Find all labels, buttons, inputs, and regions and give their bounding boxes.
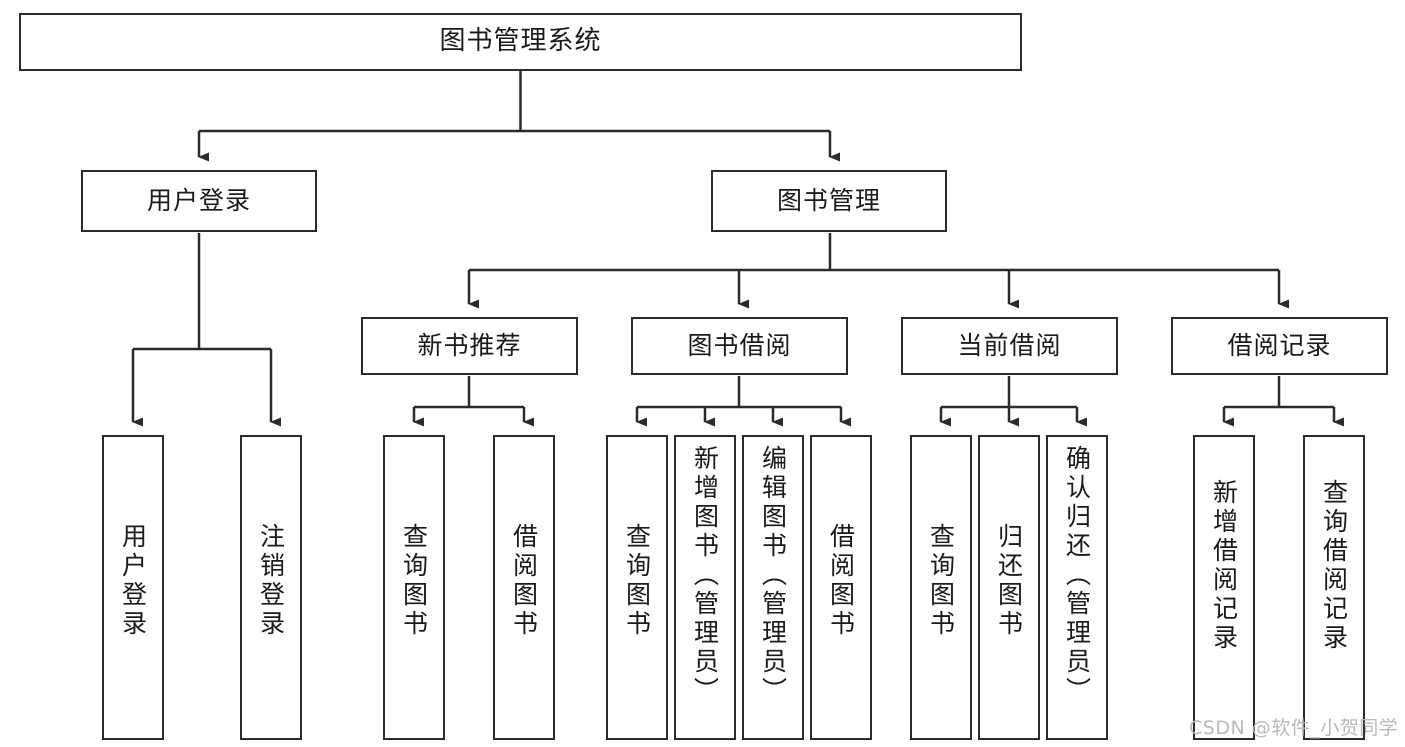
node-leaf-add-book-label: 新增图书（管理员）	[690, 445, 720, 706]
node-leaf-add-record-label: 新增借阅记录	[1209, 479, 1239, 653]
node-leaf-user-login[interactable]: 用户登录	[102, 435, 164, 740]
node-current-borrow[interactable]: 当前借阅	[901, 317, 1118, 375]
node-root-book-management-system[interactable]: 图书管理系统	[19, 13, 1022, 71]
node-user-login-label: 用户登录	[146, 186, 251, 215]
node-leaf-query-book-1-label: 查询图书	[399, 523, 429, 639]
node-leaf-return-book-label: 归还图书	[994, 523, 1024, 639]
node-new-book-recommend-label: 新书推荐	[417, 331, 522, 360]
node-leaf-borrow-book-1[interactable]: 借阅图书	[493, 435, 555, 740]
node-book-borrow-label: 图书借阅	[687, 331, 792, 360]
node-new-book-recommend[interactable]: 新书推荐	[361, 317, 578, 375]
node-leaf-query-book-3[interactable]: 查询图书	[910, 435, 972, 740]
csdn-watermark: CSDN @软件_小贺同学	[1189, 717, 1399, 739]
node-leaf-edit-book-label: 编辑图书（管理员）	[758, 445, 788, 706]
node-leaf-add-record[interactable]: 新增借阅记录	[1193, 435, 1255, 740]
node-borrow-record[interactable]: 借阅记录	[1171, 317, 1388, 375]
node-leaf-user-login-label: 用户登录	[118, 523, 148, 639]
node-leaf-confirm-return[interactable]: 确认归还（管理员）	[1046, 435, 1108, 740]
node-book-management-label: 图书管理	[776, 186, 881, 215]
node-leaf-query-record-label: 查询借阅记录	[1319, 479, 1349, 653]
node-leaf-add-book[interactable]: 新增图书（管理员）	[674, 435, 736, 740]
node-leaf-borrow-book-1-label: 借阅图书	[509, 523, 539, 639]
node-leaf-confirm-return-label: 确认归还（管理员）	[1062, 445, 1092, 706]
node-leaf-logout-login[interactable]: 注销登录	[240, 435, 302, 740]
node-leaf-borrow-book-2[interactable]: 借阅图书	[810, 435, 872, 740]
node-book-management[interactable]: 图书管理	[711, 170, 947, 232]
node-leaf-logout-login-label: 注销登录	[256, 523, 286, 639]
node-leaf-query-book-2-label: 查询图书	[622, 523, 652, 639]
node-leaf-query-book-3-label: 查询图书	[926, 523, 956, 639]
node-current-borrow-label: 当前借阅	[957, 331, 1062, 360]
node-leaf-return-book[interactable]: 归还图书	[978, 435, 1040, 740]
node-leaf-borrow-book-2-label: 借阅图书	[826, 523, 856, 639]
node-borrow-record-label: 借阅记录	[1227, 331, 1332, 360]
node-book-borrow[interactable]: 图书借阅	[631, 317, 848, 375]
node-leaf-query-record[interactable]: 查询借阅记录	[1303, 435, 1365, 740]
node-leaf-edit-book[interactable]: 编辑图书（管理员）	[742, 435, 804, 740]
node-root-label: 图书管理系统	[439, 26, 602, 57]
node-leaf-query-book-1[interactable]: 查询图书	[383, 435, 445, 740]
node-user-login[interactable]: 用户登录	[81, 170, 317, 232]
node-leaf-query-book-2[interactable]: 查询图书	[606, 435, 668, 740]
